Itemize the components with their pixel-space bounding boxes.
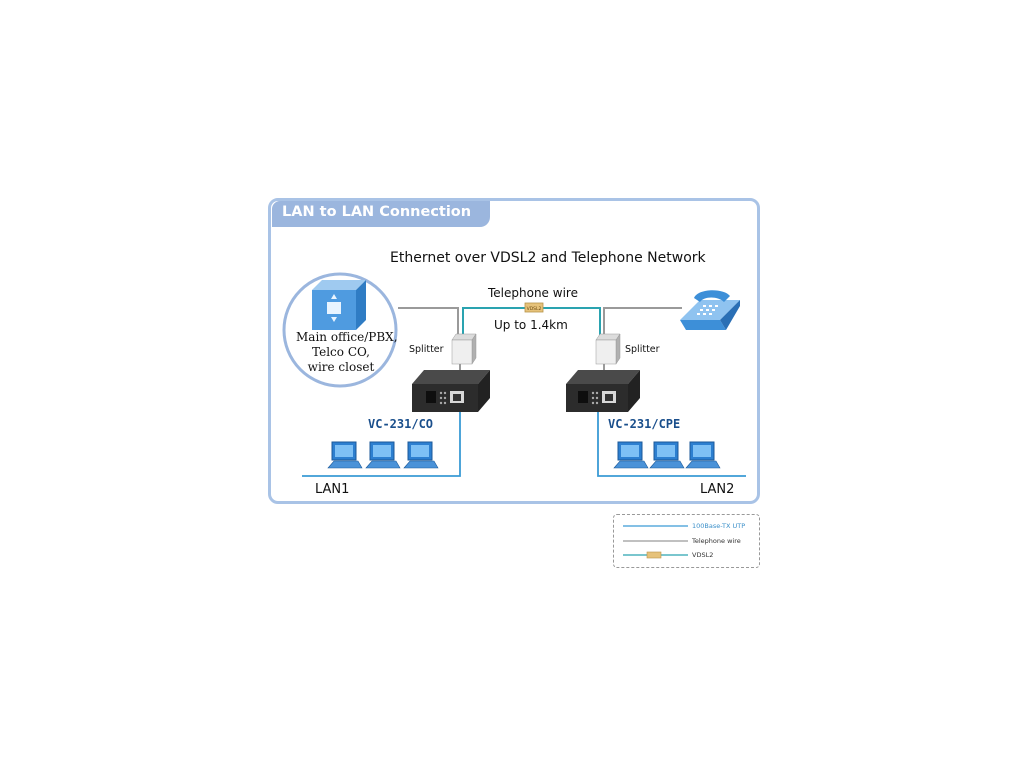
pc-icon	[685, 441, 721, 469]
vdsl2-marker	[524, 302, 544, 313]
pc-icon	[403, 441, 439, 469]
utp-line-lan1	[302, 412, 461, 477]
splitter-left-icon	[451, 333, 477, 365]
phone-line-office	[398, 307, 459, 336]
title-tab	[272, 201, 490, 227]
device-left-label: VC-231/CO	[368, 417, 434, 431]
main-office-label-2: Telco CO,	[312, 345, 370, 359]
device-right-icon	[566, 370, 640, 412]
phone-line-telephone	[603, 307, 682, 336]
main-office-cube-icon	[312, 280, 366, 330]
legend-label-vdsl2: VDSL2	[692, 551, 714, 559]
pc-icon	[649, 441, 685, 469]
main-office-label-1: Main office/PBX,	[296, 330, 398, 344]
pc-icon	[365, 441, 401, 469]
legend-label-phone: Telephone wire	[692, 537, 741, 545]
lan2-label: LAN2	[700, 482, 735, 497]
splitter-right-label: Splitter	[625, 344, 660, 355]
telephone-icon	[680, 290, 740, 330]
diagram-heading: Ethernet over VDSL2 and Telephone Networ…	[390, 250, 706, 266]
lan1-label: LAN1	[315, 482, 350, 497]
legend-vdsl2-marker	[646, 551, 662, 559]
splitter-right-icon	[595, 333, 621, 365]
splitter-left-label: Splitter	[409, 344, 444, 355]
pc-icon	[327, 441, 363, 469]
legend-box	[613, 514, 760, 568]
legend-label-utp: 100Base-TX UTP	[692, 522, 746, 530]
pc-icon	[613, 441, 649, 469]
vdsl2-marker-text: VDSL2	[527, 306, 542, 312]
telephone-wire-label: Telephone wire	[488, 286, 578, 300]
device-right-label: VC-231/CPE	[608, 417, 681, 431]
diagram-title: LAN to LAN Connection	[282, 204, 472, 220]
device-left-icon	[412, 370, 490, 412]
main-office-label-3: wire closet	[307, 360, 375, 374]
distance-label: Up to 1.4km	[494, 318, 568, 332]
utp-line-lan2	[597, 412, 746, 477]
